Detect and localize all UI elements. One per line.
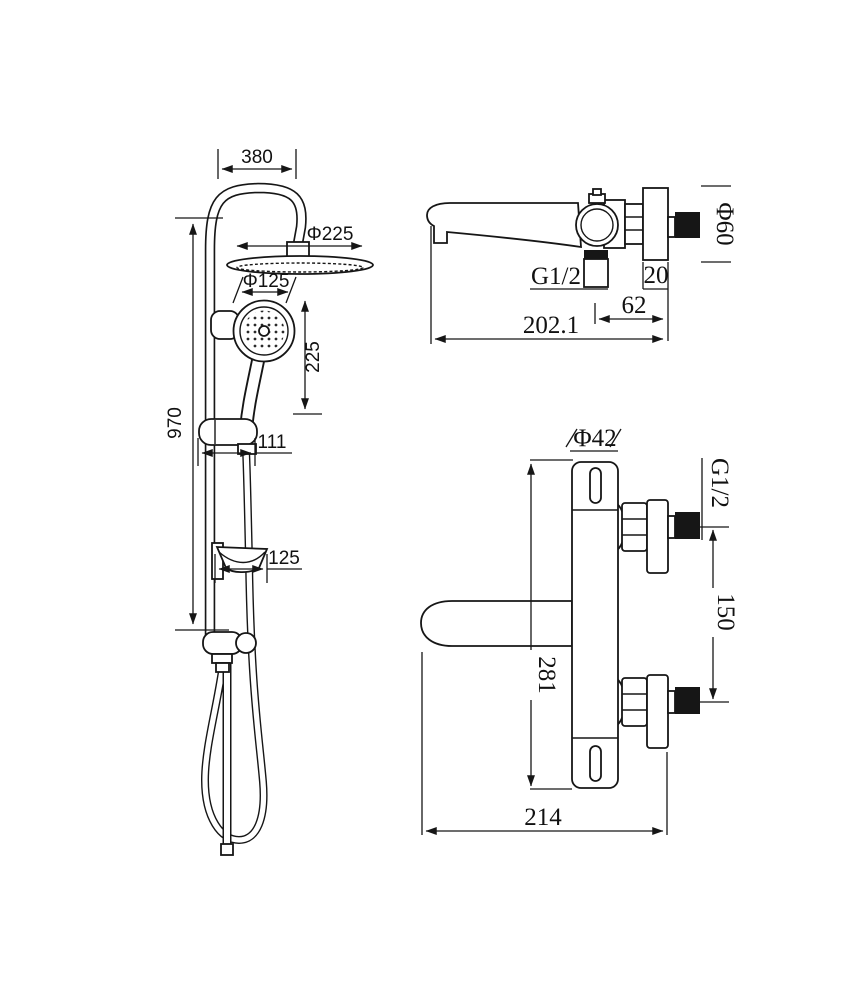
dim-label-phi42: Φ42 bbox=[573, 425, 616, 452]
wall-connector bbox=[675, 212, 700, 238]
valve-front-view: Φ42 G1/2 150 281 214 bbox=[420, 425, 739, 835]
dim-label-225: 225 bbox=[303, 341, 324, 373]
spout-body bbox=[426, 202, 582, 249]
top-knob-indicator bbox=[589, 467, 602, 504]
dim-soap-dish-125: 125 bbox=[214, 548, 302, 583]
dim-label-phi60: Φ60 bbox=[711, 202, 738, 245]
dim-body-diameter-42: Φ42 bbox=[565, 425, 622, 452]
dim-label-phi125: Φ125 bbox=[243, 271, 290, 292]
bottom-inlet-connector bbox=[675, 687, 700, 714]
dim-label-214: 214 bbox=[524, 804, 562, 831]
dim-head-diameter-225: Φ225 bbox=[236, 224, 363, 250]
dim-label-g12: G1/2 bbox=[531, 263, 581, 290]
handle-circle bbox=[575, 203, 619, 247]
dim-head-to-hand-225: 225 bbox=[293, 300, 324, 415]
dim-label-62: 62 bbox=[622, 292, 647, 319]
dim-rail-height-970: 970 bbox=[165, 217, 229, 631]
dim-inlet-spacing-150: 150 bbox=[693, 526, 739, 703]
dim-label-202: 202.1 bbox=[523, 312, 579, 339]
valve-spout bbox=[420, 600, 573, 647]
dim-thread-g12-valve: G1/2 bbox=[701, 458, 733, 540]
dim-label-111: 111 bbox=[258, 432, 287, 453]
dim-label-150: 150 bbox=[712, 593, 739, 631]
dim-slider-offset-111: 111 bbox=[197, 432, 292, 466]
dim-label-380: 380 bbox=[241, 147, 273, 168]
valve-body bbox=[571, 461, 619, 789]
dim-label-phi225: Φ225 bbox=[307, 224, 354, 245]
shower-hose bbox=[205, 450, 264, 856]
dim-label-281: 281 bbox=[533, 656, 560, 694]
bottom-wall-bracket bbox=[202, 631, 257, 673]
dim-body-height-281: 281 bbox=[527, 459, 573, 790]
dim-label-970: 970 bbox=[165, 407, 186, 439]
dim-thread-g12: G1/2 bbox=[530, 263, 608, 290]
bottom-inlet-flange bbox=[646, 674, 669, 749]
dim-length-202: 202.1 bbox=[430, 226, 664, 344]
shower-column-view: 380 970 Φ225 Φ125 225 11 bbox=[165, 147, 374, 856]
dim-plate-diameter-60: Φ60 bbox=[701, 185, 738, 263]
overhead-shower-head bbox=[226, 241, 374, 275]
dim-label-125: 125 bbox=[268, 548, 300, 569]
top-inlet-connector bbox=[675, 512, 700, 539]
inlet-stub bbox=[583, 258, 609, 288]
dim-label-g12-valve: G1/2 bbox=[706, 458, 733, 508]
dim-plate-thickness-20: 20 bbox=[642, 262, 669, 341]
dim-hand-diameter-125: Φ125 bbox=[232, 271, 297, 304]
top-inlet-flange bbox=[646, 499, 669, 574]
inlet-thread-band bbox=[584, 250, 608, 259]
hose-end-connector bbox=[220, 843, 234, 856]
dim-total-width-214: 214 bbox=[421, 652, 668, 835]
spout-side-view: G1/2 20 Φ60 62 202.1 bbox=[426, 185, 738, 344]
connector-nut bbox=[624, 203, 644, 245]
dim-inlet-offset-62: 62 bbox=[594, 292, 664, 324]
dim-arm-reach-380: 380 bbox=[217, 147, 297, 179]
wall-plate bbox=[642, 187, 669, 261]
dim-label-20: 20 bbox=[644, 262, 669, 289]
hand-shower bbox=[232, 299, 296, 431]
bottom-knob-indicator bbox=[589, 745, 602, 782]
soap-dish bbox=[211, 542, 269, 580]
